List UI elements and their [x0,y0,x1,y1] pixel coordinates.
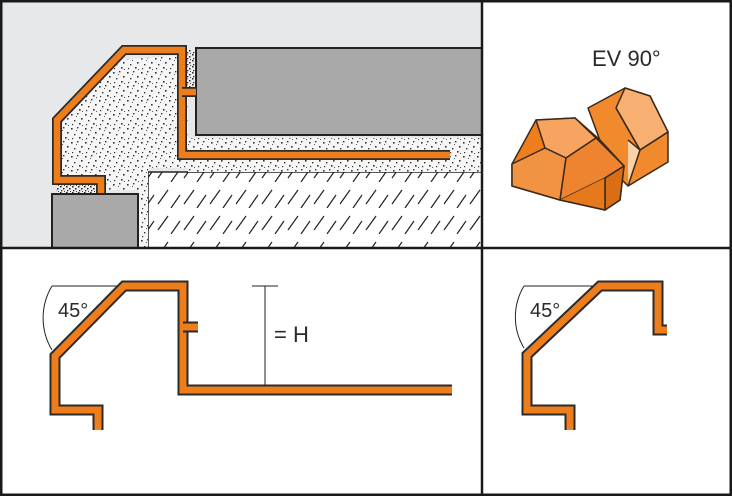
profile-h [51,282,452,430]
bottom-tile [51,193,139,249]
profile-panel: 45° = H [0,248,482,496]
angle-label-corner: 45° [530,300,560,322]
profile-corner [523,282,667,430]
corner-profile-panel: 45° [482,248,732,496]
joint-grout-bottom [56,182,100,193]
substrate-hatched [147,171,483,249]
angle-label-main: 45° [58,300,88,322]
corner-piece-3d [511,87,669,211]
corner-panel: EV 90° [482,0,732,248]
profile-section [53,46,450,193]
mortar-fill-left [62,55,188,248]
joint-grout-top [184,50,195,92]
height-label: = H [274,322,309,347]
top-tile [195,47,483,136]
angle-arc [42,285,53,351]
section-panel [0,0,483,249]
angle-arc-corner [514,285,525,349]
product-name: EV 90° [592,46,661,71]
